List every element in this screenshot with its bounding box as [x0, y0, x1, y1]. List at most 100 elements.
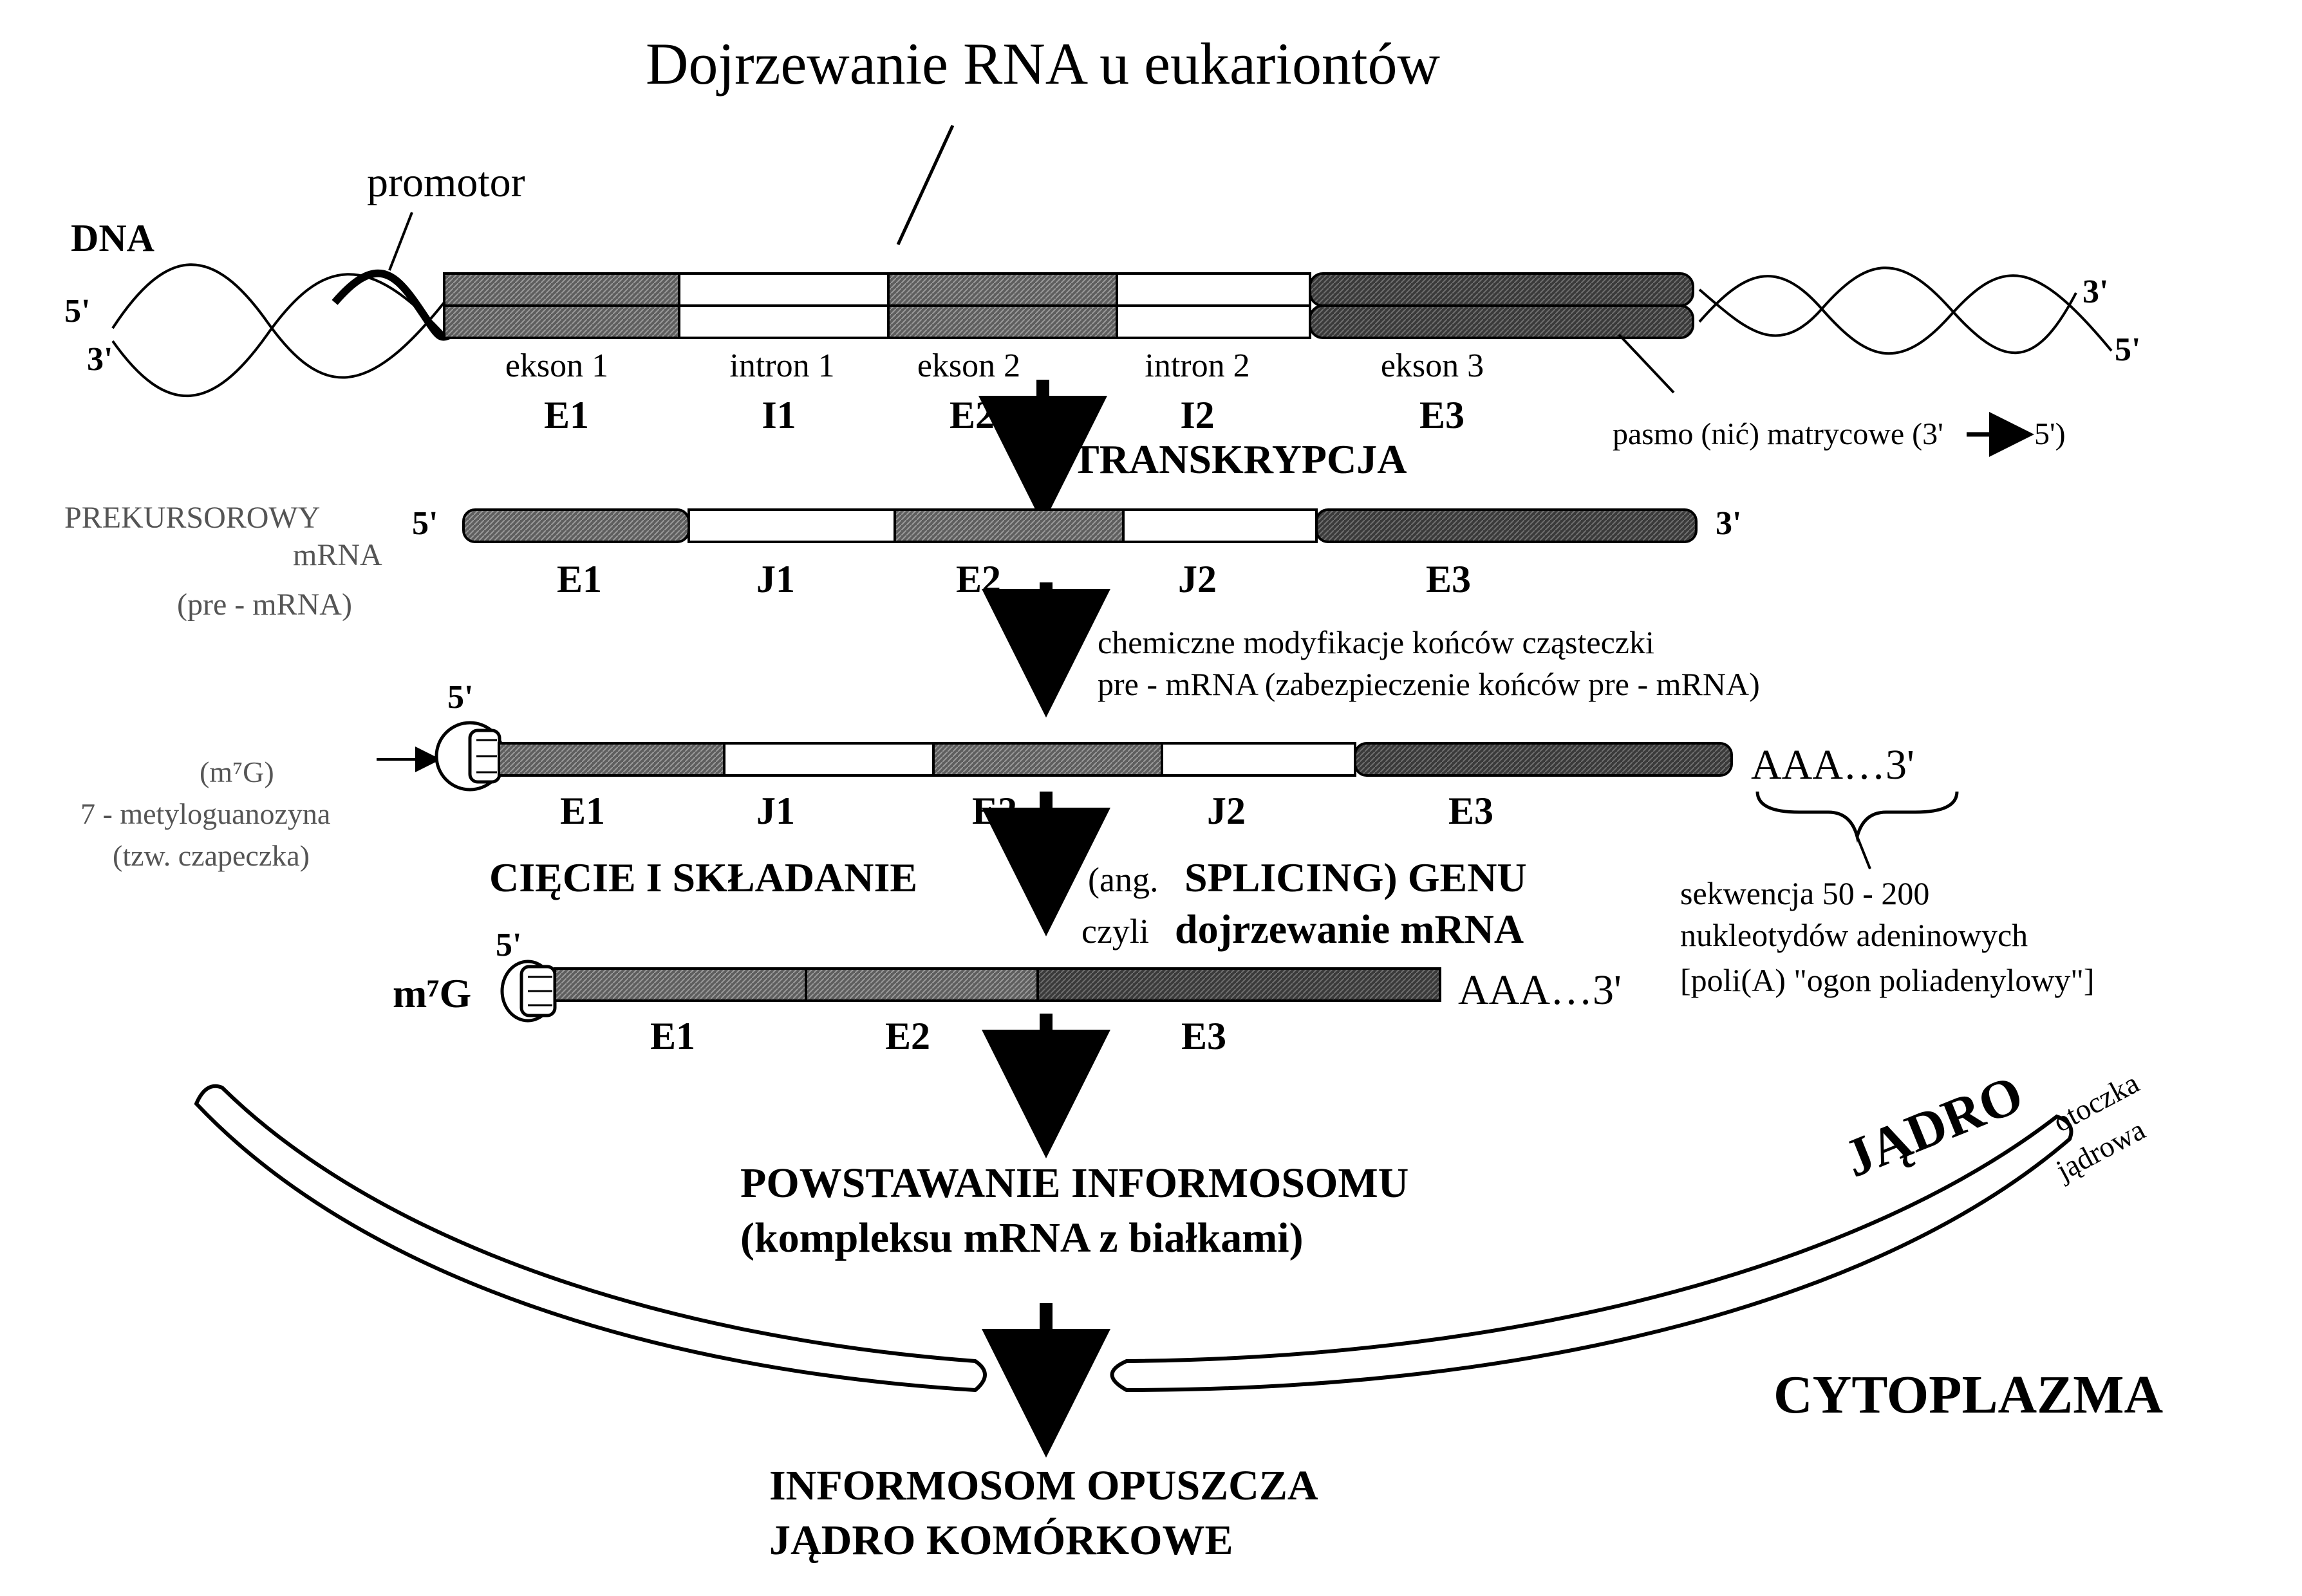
nuclear-envelope-right	[1110, 1114, 2073, 1393]
mature-seg-3: E3	[1181, 1015, 1226, 1057]
pre-mrna-seg-3: E2	[956, 558, 1001, 600]
cap-icon-2	[500, 960, 557, 1023]
modification-line2: pre - mRNA (zabezpieczenie końców pre - …	[1098, 666, 1760, 702]
transcription-label: TRANSKRYPCJA	[1072, 436, 1407, 482]
splicing-label-c: SPLICING) GENU	[1184, 855, 1527, 900]
promoter-region	[332, 269, 453, 341]
capped-seg-1: E1	[560, 790, 605, 832]
mature-e3	[1036, 967, 1441, 1002]
template-strand-end-label: 5')	[2034, 417, 2066, 451]
title-pointer-line	[896, 124, 955, 246]
promoter-label: promotor	[367, 159, 525, 206]
dna-segment-code-1: E1	[544, 394, 589, 436]
poly-a-note-line2: nukleotydów adeninowych	[1680, 917, 2028, 953]
capped-seg-5: E3	[1448, 790, 1493, 832]
dna-right-helix-strand-1	[1698, 266, 2077, 355]
mature-e2	[805, 967, 1039, 1002]
poly-a-note-pointer	[1856, 836, 1871, 869]
promoter-pointer-line	[388, 212, 413, 271]
mature-tail: AAA…3'	[1458, 967, 1622, 1014]
splicing-label-b: (ang.	[1088, 860, 1158, 899]
nuclear-envelope-left	[194, 1084, 987, 1393]
capped-j2	[1161, 742, 1356, 777]
pre-mrna-seg-5: E3	[1426, 558, 1471, 600]
mature-cap-label: m⁷G	[393, 970, 471, 1016]
mature-seg-2: E2	[885, 1015, 930, 1057]
dna-exon-3-top	[1309, 272, 1694, 307]
template-strand-pointer	[1618, 333, 1675, 394]
dna-intron-1-bottom	[678, 304, 890, 339]
dna-right-bottom-end: 5'	[2115, 331, 2140, 368]
pre-mrna-label-line2: mRNA	[293, 538, 382, 572]
maturation-label-a: czyli	[1081, 912, 1149, 951]
dna-exon-1-top	[443, 272, 680, 307]
modification-line1: chemiczne modyfikacje końców cząsteczki	[1098, 624, 1654, 660]
dna-intron-2-bottom	[1116, 304, 1311, 339]
dna-exon-3-bottom	[1309, 304, 1694, 339]
dna-left-top-end: 5'	[64, 293, 90, 329]
dna-segment-code-4: I2	[1180, 394, 1214, 436]
dna-segment-name-4: intron 2	[1145, 348, 1249, 384]
capped-seg-2: J1	[756, 790, 795, 832]
dna-left-helix-strand-1	[111, 263, 445, 379]
dna-segment-name-3: ekson 2	[917, 348, 1020, 384]
dna-exon-1-bottom	[443, 304, 680, 339]
dna-exon-2-bottom	[887, 304, 1118, 339]
cap-icon-1	[435, 721, 505, 792]
dna-intron-2-top	[1116, 272, 1311, 307]
dna-exon-2-top	[887, 272, 1118, 307]
dna-segment-code-3: E2	[950, 394, 995, 436]
template-strand-label: pasmo (nić) matrycowe (3'	[1613, 417, 1943, 451]
pre-mrna-e1	[462, 508, 690, 543]
cytoplasm-label: CYTOPLAZMA	[1773, 1365, 2163, 1425]
pre-mrna-j1	[688, 508, 896, 543]
template-strand-text: pasmo (nić) matrycowe (3'	[1613, 417, 1943, 451]
dna-intron-1-top	[678, 272, 890, 307]
mature-seg-1: E1	[650, 1015, 695, 1057]
pre-mrna-end-5: 5'	[412, 505, 438, 542]
pre-mrna-j2	[1122, 508, 1318, 543]
cap-label-line3: (tzw. czapeczka)	[113, 839, 310, 872]
capped-end-5: 5'	[447, 679, 473, 716]
capped-j1	[723, 742, 935, 777]
capped-e3	[1354, 742, 1733, 777]
poly-a-note-line3: [poli(A) "ogon poliadenylowy"]	[1680, 962, 2094, 998]
cap-label-line2: 7 - metyloguanozyna	[80, 797, 330, 830]
pre-mrna-e2	[894, 508, 1125, 543]
capped-e2	[932, 742, 1163, 777]
mature-strand	[554, 967, 1441, 1002]
dna-label: DNA	[71, 217, 154, 259]
capped-tail: AAA…3'	[1751, 741, 1914, 788]
exit-line2: JĄDRO KOMÓRKOWE	[769, 1517, 1233, 1564]
capped-seg-4: J2	[1207, 790, 1246, 832]
dna-right-top-end: 3'	[2082, 274, 2108, 310]
splicing-label-a: CIĘCIE I SKŁADANIE	[489, 855, 917, 900]
cap-label-line1: (m⁷G)	[200, 756, 274, 788]
pre-mrna-seg-4: J2	[1178, 558, 1217, 600]
pre-mrna-strand	[462, 508, 1698, 543]
poly-a-note-line1: sekwencja 50 - 200	[1680, 875, 1929, 911]
dna-left-bottom-end: 3'	[87, 341, 113, 378]
poly-a-brace	[1755, 791, 1959, 843]
dna-segment-name-2: intron 1	[729, 348, 834, 384]
dna-double-strand	[443, 272, 1694, 339]
informosome-line1: POWSTAWANIE INFORMOSOMU	[740, 1160, 1408, 1207]
pre-mrna-seg-1: E1	[557, 558, 602, 600]
informosome-line2: (kompleksu mRNA z białkami)	[740, 1214, 1304, 1261]
dna-left-helix-strand-2	[111, 273, 445, 397]
exit-line1: INFORMOSOM OPUSZCZA	[769, 1462, 1318, 1509]
dna-right-helix-strand-2	[1698, 274, 2113, 355]
capped-e1	[498, 742, 725, 777]
diagram-title: Dojrzewanie RNA u eukariontów	[646, 31, 1441, 97]
dna-segment-name-1: ekson 1	[505, 348, 608, 384]
dna-segment-code-2: I1	[762, 394, 796, 436]
capped-seg-3: E2	[972, 790, 1017, 832]
mature-end-5: 5'	[496, 927, 521, 963]
maturation-label-b: dojrzewanie mRNA	[1175, 906, 1524, 952]
dna-segment-code-5: E3	[1419, 394, 1464, 436]
pre-mrna-e3	[1315, 508, 1698, 543]
pre-mrna-end-3: 3'	[1716, 505, 1741, 542]
capped-strand	[498, 742, 1733, 777]
mature-e1	[554, 967, 807, 1002]
